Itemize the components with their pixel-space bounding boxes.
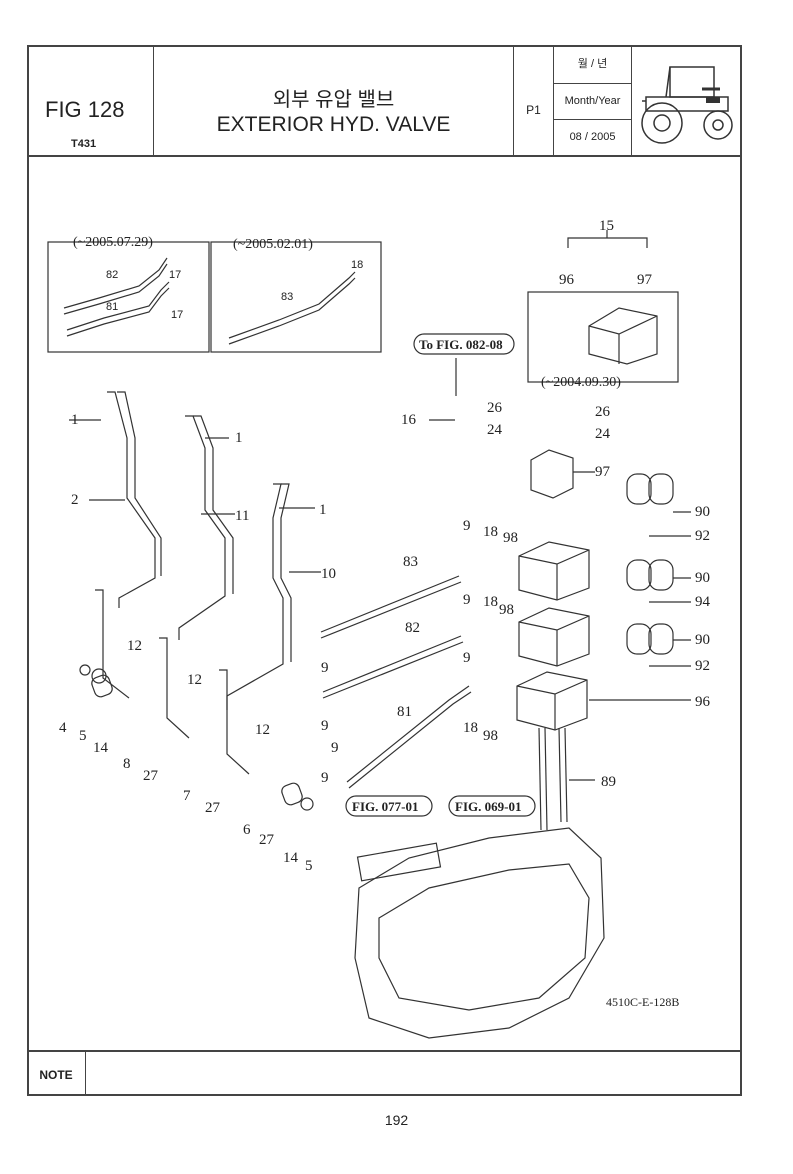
callout-9b: 9 (463, 592, 471, 608)
callout-18c: 18 (483, 594, 498, 610)
inset-box-c (527, 291, 679, 383)
header: FIG 128 T431 외부 유압 밸브 EXTERIOR HYD. VALV… (27, 45, 742, 157)
date-korean: 월 / 년 (554, 45, 631, 84)
callout-92a: 92 (695, 528, 710, 544)
inset-box-a (47, 241, 210, 353)
callout-83a: 83 (281, 291, 293, 303)
callout-98c: 98 (483, 728, 498, 744)
callout-24a: 24 (487, 422, 503, 438)
callout-24b: 24 (595, 426, 611, 442)
callout-7: 7 (183, 788, 191, 804)
callout-26b: 26 (595, 404, 611, 420)
callout-18b: 18 (483, 524, 498, 540)
model-code: T431 (71, 138, 97, 150)
ref-fig-069[interactable]: FIG. 069-01 (455, 799, 521, 814)
note-label: NOTE (27, 1052, 86, 1096)
callout-98b: 98 (499, 602, 514, 618)
callout-96b: 96 (695, 694, 711, 710)
callout-5a: 5 (79, 728, 87, 744)
ref-fig-077[interactable]: FIG. 077-01 (352, 799, 418, 814)
callout-83b: 83 (403, 554, 418, 570)
callout-94: 94 (695, 594, 711, 610)
inset-label-c: (~2004.09.30) (541, 375, 621, 390)
callout-27b: 27 (205, 800, 221, 816)
callout-11: 11 (235, 508, 249, 524)
callout-92b: 92 (695, 658, 710, 674)
note-row: NOTE (27, 1050, 742, 1096)
exploded-parts-diagram: (~2005.07.29) (~2005.02.01) (~2004.09.30… (47, 218, 711, 1039)
callout-17b: 17 (171, 309, 183, 321)
ref-box-077 (345, 795, 433, 817)
callout-27c: 27 (259, 832, 275, 848)
inset-label-b: (~2005.02.01) (233, 237, 313, 252)
callout-17a: 17 (169, 269, 181, 281)
tractor-icon (632, 45, 740, 155)
callout-12c: 12 (255, 722, 270, 738)
callout-6: 6 (243, 822, 251, 838)
date-label: Month/Year (554, 83, 631, 120)
date-cell: 월 / 년 Month/Year 08 / 2005 (554, 45, 632, 155)
callout-9d: 9 (463, 650, 471, 666)
callouts: 82 17 81 17 18 83 15 96 97 1 1 1 2 11 10… (59, 218, 711, 874)
callout-96a: 96 (559, 272, 575, 288)
title-korean: 외부 유압 밸브 (272, 89, 395, 111)
callout-9e: 9 (321, 718, 329, 734)
callout-1a: 1 (71, 412, 79, 428)
callout-81a: 81 (106, 301, 118, 313)
callout-14a: 14 (93, 740, 109, 756)
callout-9g: 9 (331, 740, 339, 756)
callout-9c: 9 (321, 660, 329, 676)
drawing-code: 4510C-E-128B (606, 995, 679, 1009)
inset-label-a: (~2005.07.29) (73, 235, 153, 250)
callout-82b: 82 (405, 620, 420, 636)
callout-82a: 82 (106, 269, 118, 281)
callout-18a: 18 (351, 259, 363, 271)
callout-98a: 98 (503, 530, 518, 546)
fig-cell: FIG 128 T431 (27, 45, 154, 155)
inset-box-b (210, 241, 382, 353)
page-id: P1 (526, 103, 541, 117)
callout-12b: 12 (187, 672, 202, 688)
callout-12a: 12 (127, 638, 142, 654)
callout-8: 8 (123, 756, 131, 772)
callout-2: 2 (71, 492, 79, 508)
fig-label: FIG 128 (45, 97, 125, 122)
callout-97b: 97 (595, 464, 611, 480)
callout-1c: 1 (319, 502, 327, 518)
title-cell: 외부 유압 밸브 EXTERIOR HYD. VALVE (154, 45, 514, 155)
callout-90a: 90 (695, 504, 710, 520)
page-number: 192 (384, 1112, 409, 1128)
callout-14b: 14 (283, 850, 299, 866)
callout-10: 10 (321, 566, 336, 582)
callout-9f: 9 (321, 770, 329, 786)
callout-1b: 1 (235, 430, 243, 446)
ref-box-to (413, 333, 515, 355)
callout-90b: 90 (695, 570, 710, 586)
callout-81b: 81 (397, 704, 412, 720)
callout-18d: 18 (463, 720, 478, 736)
page-frame (27, 45, 742, 1096)
callout-97a: 97 (637, 272, 653, 288)
page-id-cell: P1 (514, 45, 554, 155)
date-value: 08 / 2005 (569, 131, 616, 143)
ref-box-069 (448, 795, 536, 817)
callout-90c: 90 (695, 632, 710, 648)
ref-to-fig[interactable]: To FIG. 082-08 (419, 337, 503, 352)
callout-16: 16 (401, 412, 417, 428)
title-english: EXTERIOR HYD. VALVE (216, 113, 451, 136)
callout-15: 15 (599, 218, 614, 234)
callout-26a: 26 (487, 400, 503, 416)
callout-4: 4 (59, 720, 67, 736)
callout-5b: 5 (305, 858, 313, 874)
callout-27a: 27 (143, 768, 159, 784)
callout-9a: 9 (463, 518, 471, 534)
callout-89: 89 (601, 774, 616, 790)
